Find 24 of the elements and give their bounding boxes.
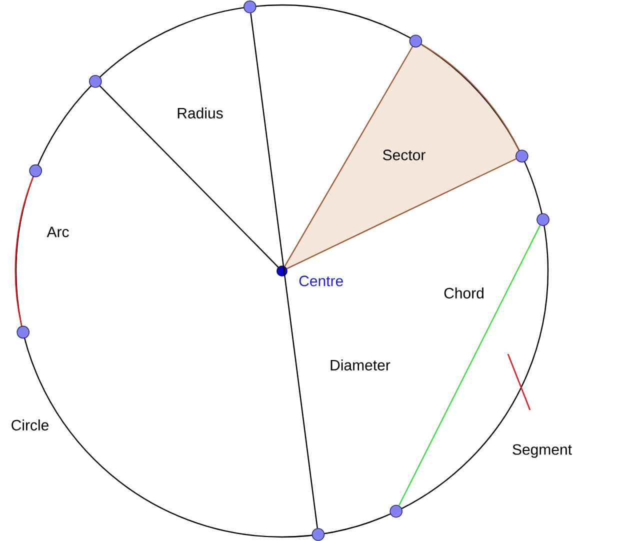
point-marker	[516, 150, 528, 162]
text-label: Chord	[444, 287, 484, 298]
point-marker	[536, 213, 550, 226]
point-marker	[390, 504, 402, 518]
arc-line	[420, 44, 520, 151]
text-label: Arc	[46, 226, 69, 238]
point-marker	[244, 0, 256, 14]
line-segment	[286, 158, 516, 270]
text-label: Sector	[383, 150, 426, 160]
line-segment	[398, 225, 541, 506]
text-label: Diameter	[330, 359, 390, 370]
line-segment	[284, 46, 413, 267]
text-label: Segment	[512, 444, 572, 458]
point-marker	[312, 528, 325, 541]
point-marker	[89, 75, 102, 88]
line-segment	[99, 86, 279, 268]
line-segment	[250, 13, 318, 528]
arc-line	[14, 176, 34, 326]
point-marker	[16, 326, 30, 339]
text-label: Radius	[178, 107, 223, 118]
point-label: Centre	[299, 276, 343, 286]
text-label: Circle	[12, 419, 48, 430]
point-marker	[409, 34, 422, 48]
point-marker	[29, 164, 42, 178]
